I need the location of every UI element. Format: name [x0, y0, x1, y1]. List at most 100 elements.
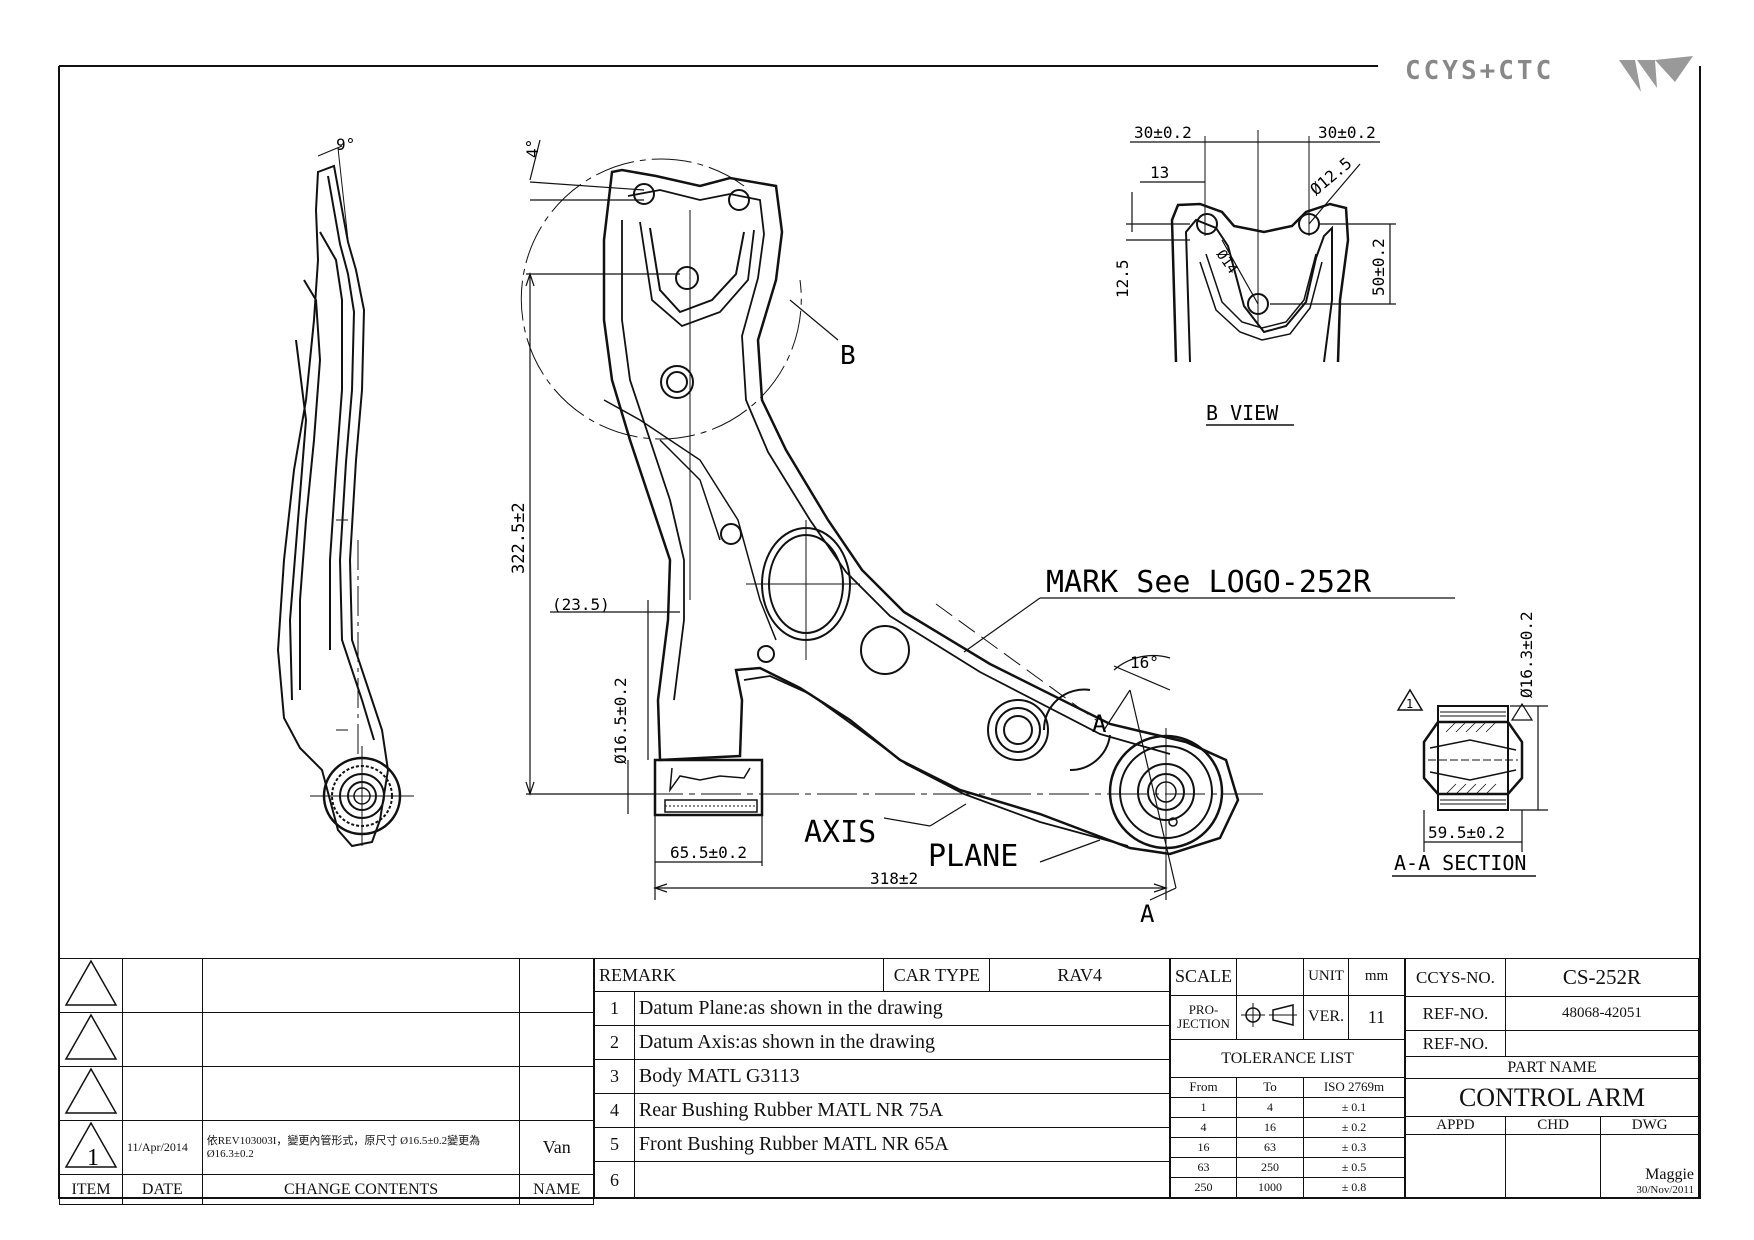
tol-from: 16 [1169, 1136, 1238, 1158]
b-view-title: B VIEW [1206, 401, 1279, 425]
tol-from: 250 [1169, 1176, 1238, 1199]
revision-flag-cell [59, 1012, 123, 1067]
b-view-dim-right: 30±0.2 [1318, 123, 1376, 142]
revision-header-item: ITEM [59, 1174, 123, 1205]
appd-label: APPD [1405, 1116, 1506, 1135]
revision-content-line1: 依REV103003I，變更內管形式，原尺寸 Ø16.5±0.2變更為 [206, 1134, 481, 1147]
tol-from: 4 [1169, 1116, 1238, 1138]
section-a-a [1392, 688, 1548, 877]
b-view-dim-phi12-5: Ø12.5 [1306, 154, 1355, 200]
revision-row-date [122, 1066, 203, 1121]
revision-table: 1 11/Apr/2014 依REV103003I，變更內管形式，原尺寸 Ø16… [59, 958, 594, 1205]
tol-to: 63 [1236, 1136, 1305, 1158]
remark-no: 2 [594, 1025, 635, 1060]
tol-value: ± 0.5 [1303, 1156, 1405, 1178]
remark-text: Rear Bushing Rubber MATL NR 75A [633, 1093, 1171, 1128]
revision-flag-cell [59, 1066, 123, 1121]
revision-row-name [519, 1066, 594, 1121]
b-view [1126, 130, 1396, 426]
main-view-rear-bushing [653, 758, 764, 817]
revision-content-line2: Ø16.3±0.2 [206, 1147, 254, 1160]
projection-label-line2: JECTION [1177, 1016, 1230, 1032]
main-view-holes [633, 183, 1111, 772]
dwg-sign: Maggie 30/Nov/2011 [1600, 1134, 1699, 1199]
remark-text: Datum Plane:as shown in the drawing [633, 991, 1171, 1026]
b-view-callout: B [840, 341, 856, 371]
third-angle-projection-icon [1241, 1002, 1298, 1027]
b-view-dim-50: 50±0.2 [1369, 238, 1388, 296]
company-logo: CCYS+CTC [1405, 52, 1705, 98]
remark-no: 5 [594, 1127, 635, 1162]
section-title: A-A SECTION [1394, 851, 1526, 875]
section-flag: 1 [1406, 697, 1413, 711]
tol-from: 63 [1169, 1156, 1238, 1178]
remark-text: Front Bushing Rubber MATL NR 65A [633, 1127, 1171, 1162]
tol-value: ± 0.2 [1303, 1116, 1405, 1138]
ccys-no-value: CS-252R [1504, 958, 1700, 997]
mark-note: MARK See LOGO-252R [1046, 565, 1372, 600]
ref-no-label-1: REF-NO. [1405, 996, 1506, 1031]
revision-flag-icon [64, 1067, 118, 1114]
b-view-dim-12-5: 12.5 [1113, 259, 1132, 298]
revision-row-content [201, 1066, 521, 1121]
dim-bushing-len-label: 65.5±0.2 [670, 843, 747, 862]
revision-flag-cell [59, 958, 123, 1013]
section-a-callout-top: A [1092, 710, 1107, 738]
section-a-callout-bottom: A [1140, 900, 1155, 928]
revision-flag-icon [64, 1013, 118, 1060]
angle-9-label: 9° [336, 135, 355, 154]
tol-head-iso: ISO 2769m [1303, 1076, 1405, 1098]
part-name-value: CONTROL ARM [1405, 1078, 1699, 1117]
remark-no: 4 [594, 1093, 635, 1128]
remark-text [633, 1161, 1171, 1199]
revision-header-name: NAME [519, 1174, 594, 1205]
remark-no: 6 [594, 1161, 635, 1199]
chd-sign [1504, 1134, 1602, 1199]
unit-value: mm [1348, 958, 1405, 996]
revision-header-content: CHANGE CONTENTS [201, 1174, 521, 1205]
scale-tolerance-table: SCALE UNIT mm PRO- JECTION VER. 11 TO [1169, 958, 1405, 1199]
section-dia-label: Ø16.3±0.2 [1517, 611, 1536, 698]
revision-row-name [519, 1012, 594, 1067]
b-view-dim-13: 13 [1150, 163, 1169, 182]
ref-no-label-2: REF-NO. [1405, 1030, 1506, 1057]
part-info-table: CCYS-NO. CS-252R REF-NO. 48068-42051 REF… [1405, 958, 1700, 1199]
revision-flag-icon: 1 [64, 1121, 118, 1171]
remark-no: 1 [594, 991, 635, 1026]
tolerance-title: TOLERANCE LIST [1170, 1039, 1405, 1078]
chd-label: CHD [1504, 1116, 1602, 1135]
dim-bushing-dia-label: Ø16.5±0.2 [611, 677, 630, 764]
remark-text: Datum Axis:as shown in the drawing [633, 1025, 1171, 1060]
drawn-date: 30/Nov/2011 [1636, 1184, 1694, 1196]
b-view-dim-left: 30±0.2 [1134, 123, 1192, 142]
title-block: 1 11/Apr/2014 依REV103003I，變更內管形式，原尺寸 Ø16… [59, 958, 1700, 1205]
revision-row-content [201, 1012, 521, 1067]
revision-row-date [122, 1012, 203, 1067]
main-view-dimensions [525, 139, 1455, 901]
angle-16-label: 16° [1130, 653, 1159, 672]
tol-to: 4 [1236, 1096, 1305, 1118]
projection-label-line1: PRO- [1188, 1002, 1219, 1018]
projection-label: PRO- JECTION [1169, 994, 1238, 1041]
car-type-label: CAR TYPE [883, 958, 991, 992]
axis-label: AXIS [804, 815, 876, 850]
unit-label: UNIT [1303, 958, 1350, 996]
scale-value [1236, 958, 1305, 996]
revision-row-date: 11/Apr/2014 [122, 1120, 203, 1175]
dim-length-label: 318±2 [870, 869, 918, 888]
revision-flag-cell: 1 [59, 1120, 123, 1175]
remark-text: Body MATL G3113 [633, 1059, 1171, 1094]
tol-head-from: From [1169, 1076, 1238, 1098]
section-len-label: 59.5±0.2 [1428, 823, 1505, 842]
ref-no-value-2 [1504, 1030, 1700, 1057]
logo-text: CCYS+CTC [1405, 56, 1555, 86]
revision-row-name: Van [519, 1120, 594, 1175]
tol-to: 16 [1236, 1116, 1305, 1138]
part-name-label: PART NAME [1405, 1056, 1699, 1079]
dim-offset-label: (23.5) [552, 595, 610, 614]
logo-mark-icon [1619, 56, 1693, 92]
b-view-dim-phi14: Ø14 [1213, 247, 1241, 277]
tol-head-to: To [1236, 1076, 1305, 1098]
